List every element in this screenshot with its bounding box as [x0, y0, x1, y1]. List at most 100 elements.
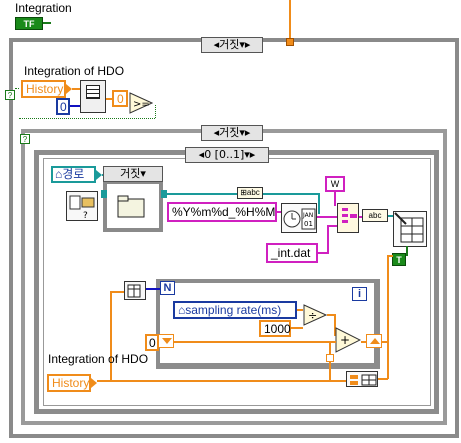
build-path-out-wire: [263, 193, 318, 195]
path-output-wire: [167, 193, 237, 195]
middle-case-selector[interactable]: ◂거짓▾▸: [201, 125, 263, 141]
right-arrow-icon[interactable]: ▸: [244, 126, 251, 139]
integration-label: Integration: [15, 1, 72, 15]
home-icon: ⌂: [178, 303, 186, 317]
index-const-top[interactable]: 0: [56, 98, 70, 115]
write-spreadsheet-icon[interactable]: [393, 211, 427, 247]
shift-left-wire: [174, 341, 336, 343]
suffix-constant[interactable]: _int.dat: [266, 243, 318, 263]
right-arrow-icon[interactable]: ▸: [244, 38, 251, 51]
dropdown-arrow-icon[interactable]: ▾: [239, 126, 245, 139]
for-loop-count-terminal[interactable]: N: [160, 281, 175, 295]
sampling-wire: [297, 309, 303, 311]
junction-square: [326, 354, 334, 362]
datetime-out-wire: [317, 216, 337, 218]
init-zero-constant[interactable]: 0: [145, 334, 159, 351]
add-drop-wire: [329, 343, 331, 358]
array-loop-wire-3: [97, 380, 346, 382]
outer-case-selector[interactable]: ◂거짓▾▸: [201, 37, 263, 53]
history-bottom-arrow-icon: [91, 378, 97, 388]
history-control-arrow-icon: [66, 84, 72, 94]
path-case-tunnel-left: [101, 190, 107, 198]
build-array-icon[interactable]: [346, 371, 378, 387]
sampling-rate-control[interactable]: ⌂sampling rate(ms): [173, 301, 297, 319]
left-arrow-icon[interactable]: ◂: [213, 38, 220, 51]
history-control-top[interactable]: History: [21, 80, 66, 98]
concat-out-wire: [359, 216, 363, 218]
shift-out-wire-2: [387, 255, 389, 379]
history-control-bottom[interactable]: History: [47, 374, 91, 392]
divide-icon[interactable]: ÷: [303, 304, 328, 326]
suffix-wire-2: [327, 225, 329, 254]
shift-register-left[interactable]: [158, 334, 174, 348]
shift-up-arrow-icon: [370, 338, 380, 344]
pink-indicator-wire: [334, 192, 336, 206]
svg-text:÷: ÷: [308, 309, 317, 322]
for-loop-index-terminal: i: [352, 287, 367, 301]
svg-text:?: ?: [83, 211, 88, 221]
string-to-path-icon[interactable]: abc: [362, 209, 388, 222]
divisor-constant[interactable]: 1000: [259, 320, 291, 337]
shift-out-wire: [382, 341, 388, 343]
index-array-node[interactable]: [80, 80, 106, 113]
array-loop-wire-4: [329, 362, 331, 381]
middle-selector-terminal: ?: [20, 134, 30, 144]
dropdown-arrow-icon[interactable]: ▾: [244, 148, 250, 161]
pink-indicator-glyph: W: [330, 179, 340, 189]
add-out-wire: [361, 341, 367, 343]
build-array-out-wire: [378, 378, 388, 380]
history-top-wire: [72, 88, 80, 90]
left-arrow-icon[interactable]: ◂: [213, 126, 220, 139]
divisor-wire: [291, 327, 303, 329]
dropdown-arrow-icon[interactable]: ▾: [239, 38, 245, 51]
right-arrow-icon[interactable]: ▸: [249, 148, 256, 161]
outer-selector-terminal: ?: [5, 90, 15, 100]
string-to-path-glyph: abc: [368, 211, 382, 220]
concatenate-strings-icon[interactable]: [337, 203, 359, 233]
suffix-wire-3: [327, 225, 337, 227]
greater-equal-icon[interactable]: >=: [129, 92, 154, 114]
path-case-selector[interactable]: 거짓▾: [103, 166, 163, 182]
svg-text:JAN: JAN: [302, 212, 313, 219]
svg-text:01: 01: [304, 220, 313, 228]
bool-tf-text: TF: [23, 19, 35, 29]
add-icon[interactable]: +: [335, 327, 362, 353]
integration-boolean-terminal[interactable]: TF: [15, 17, 43, 30]
path-control[interactable]: ⌂경로: [51, 166, 96, 183]
array-size-wire: [146, 288, 160, 290]
left-arrow-icon[interactable]: ◂: [198, 148, 205, 161]
array-loop-wire-2: [110, 291, 112, 381]
shift-down-arrow-icon: [162, 338, 172, 344]
build-path-icon[interactable]: ⊞abc: [237, 187, 263, 199]
bool-wire: [43, 22, 51, 24]
index-top-wire: [70, 105, 80, 107]
svg-text:+: +: [340, 333, 350, 347]
sequence-selector[interactable]: ◂0 [0..1]▾▸: [185, 147, 269, 163]
array-size-icon[interactable]: [124, 281, 146, 300]
file-dialog-icon[interactable]: ?: [66, 191, 98, 221]
array-loop-wire-1: [110, 291, 124, 293]
path-final-wire: [388, 215, 394, 217]
pink-indicator-icon[interactable]: W: [325, 176, 345, 192]
zero-const-top[interactable]: 0: [112, 90, 128, 107]
outer-case-tunnel: [286, 38, 294, 46]
divide-out-wire: [327, 314, 335, 316]
path-case-tunnel-right: [161, 190, 167, 198]
time-format-constant[interactable]: %Y%m%d_%H%M: [167, 202, 277, 222]
shift-register-right[interactable]: [366, 334, 382, 348]
index-output-wire: [106, 98, 112, 100]
build-path-out-wire-2: [318, 193, 320, 214]
shift-out-wire-3: [387, 255, 393, 257]
folder-icon[interactable]: [117, 195, 145, 219]
home-icon: ⌂: [55, 167, 63, 181]
divide-out-wire-2: [334, 314, 336, 336]
hdo-bottom-label: Integration of HDO: [48, 352, 149, 366]
build-path-glyph: ⊞abc: [240, 188, 260, 197]
true-constant[interactable]: T: [392, 253, 406, 266]
green-dotted-wire-2: [19, 118, 155, 119]
dropdown-arrow-icon[interactable]: ▾: [140, 167, 146, 180]
green-dotted-wire-3: [155, 105, 156, 118]
array-grid-icon: [86, 85, 100, 99]
hdo-top-label: Integration of HDO: [24, 64, 125, 78]
